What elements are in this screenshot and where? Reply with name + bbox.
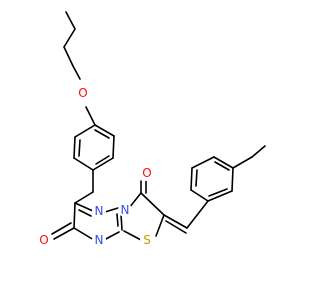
bond — [140, 192, 165, 216]
bond — [123, 230, 142, 241]
atom-label-n-top: N — [95, 204, 104, 218]
bond — [78, 209, 92, 217]
bond — [195, 169, 198, 187]
bond — [53, 227, 75, 240]
atom-label-o-carbonyl-left: O — [39, 233, 48, 247]
sulfur-atom: S — [140, 233, 154, 247]
bond — [251, 145, 266, 158]
oxygen-atom: O — [75, 85, 91, 101]
bond-layer — [51, 11, 266, 241]
nitrogen-atom: N — [118, 203, 132, 217]
bond — [116, 213, 119, 227]
atom-label-layer: O N N N O O S — [36, 85, 155, 248]
bond — [74, 202, 94, 212]
molecule-structure-diagram: O N N N O O S — [36, 11, 266, 248]
bond — [65, 11, 76, 30]
bond — [232, 156, 253, 169]
bond — [163, 214, 188, 229]
bond — [165, 220, 187, 234]
bond — [128, 192, 142, 209]
bond — [51, 222, 72, 235]
bond — [73, 157, 94, 171]
bond — [104, 207, 119, 213]
bond — [213, 156, 234, 169]
bond — [73, 202, 76, 229]
bond — [78, 139, 81, 157]
bond — [73, 136, 76, 159]
bond — [186, 200, 209, 229]
atom-label-n-bottom: N — [95, 233, 104, 247]
atom-label-o-ether: O — [78, 86, 87, 100]
bond — [85, 106, 96, 126]
atom-label-o-carbonyl-right: O — [142, 166, 151, 180]
bond — [94, 129, 110, 139]
bond — [155, 214, 165, 237]
bond — [112, 135, 115, 159]
bond — [74, 124, 96, 138]
bond — [74, 191, 94, 204]
bond — [207, 190, 233, 202]
atom-label-s: S — [143, 233, 151, 247]
bond — [231, 167, 234, 192]
bond — [94, 124, 115, 137]
bond — [208, 188, 228, 197]
bond — [214, 161, 230, 171]
nitrogen-atom: N — [92, 233, 106, 247]
bond — [95, 155, 110, 165]
bond — [190, 189, 209, 202]
bond — [63, 46, 74, 67]
bond — [63, 28, 76, 48]
bond — [190, 167, 193, 191]
bond — [73, 227, 95, 241]
bond — [191, 156, 215, 169]
bond — [103, 231, 120, 241]
oxygen-atom: O — [36, 232, 52, 248]
nitrogen-atom: N — [92, 204, 106, 218]
bond — [92, 157, 114, 171]
bond — [120, 213, 123, 231]
bond — [72, 65, 81, 80]
oxygen-atom: O — [139, 165, 155, 181]
atom-label-n-bridge: N — [121, 203, 130, 217]
